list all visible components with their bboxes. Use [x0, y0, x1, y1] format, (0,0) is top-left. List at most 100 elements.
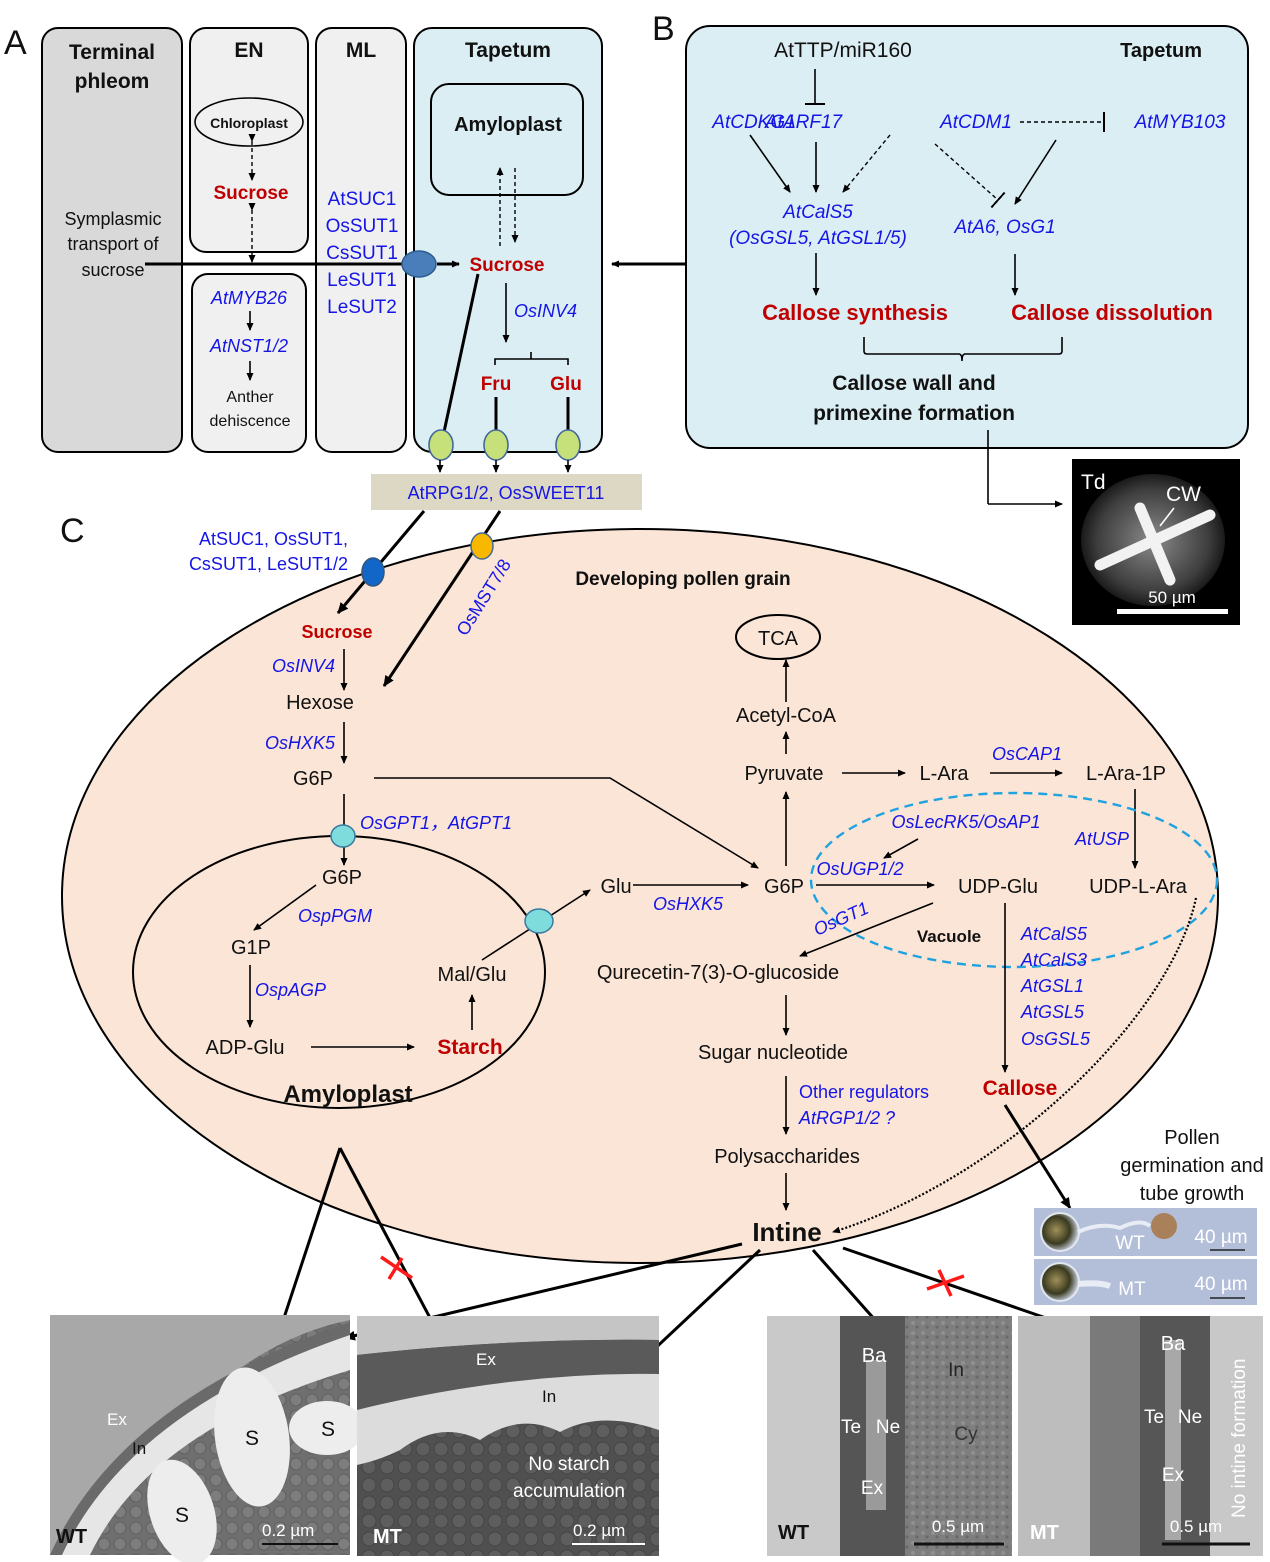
germ-mt-label: MT [1118, 1279, 1146, 1300]
export-transporter-2 [483, 429, 509, 461]
cw-label: CW [1166, 483, 1201, 506]
gene-atmyb103: AtMYB103 [1134, 112, 1226, 133]
en-title: EN [234, 39, 263, 62]
germ-mt-scale: 40 µm [1194, 1274, 1247, 1295]
callose-bracket [863, 337, 1063, 362]
ml-title: ML [346, 39, 376, 62]
panel-label-b: B [652, 10, 675, 48]
gene-atcdkg1: AtCDKG1 [711, 112, 795, 133]
myb103-arrow [1014, 139, 1057, 205]
c-oslecrk5: OsLecRK5/OsAP1 [891, 812, 1040, 832]
tem-mt-intine-image: Ba Te Ne Ex No intine formation MT 0.5 µ… [1018, 1316, 1263, 1556]
terminal-phloem-box [41, 27, 183, 453]
amyloplast-title: Amyloplast [283, 1081, 412, 1108]
cdm1-to-cals5-arrow [842, 134, 891, 193]
c-l-ara-1p: L-Ara-1P [1086, 763, 1166, 785]
callose-wall-line1: Callose wall and [832, 372, 995, 395]
wt1-genotype: WT [56, 1526, 87, 1548]
callose-dissolution: Callose dissolution [1011, 300, 1213, 325]
gpt-transporter [330, 824, 356, 848]
amy-adp-glu: ADP-Glu [206, 1037, 285, 1059]
mt2-ba: Ba [1161, 1333, 1186, 1355]
wt1-scale: 0.2 µm [262, 1521, 314, 1540]
mt1-ex: Ex [476, 1350, 496, 1369]
mt1-scale: 0.2 µm [573, 1521, 625, 1540]
tem-wt-starch-image: Ex In S S S WT 0.2 µm [50, 1315, 365, 1562]
tapetum-title: Tapetum [465, 39, 551, 62]
tapetum-fru: Fru [481, 374, 512, 395]
amy-osppgm: OspPGM [298, 906, 372, 926]
mt1-note-1: No starch [528, 1454, 609, 1475]
terminal-phloem-title: Terminal [69, 41, 155, 64]
gene-cals5-homologs: (OsGSL5, AtGSL1/5) [729, 228, 907, 249]
mt2-scale: 0.5 µm [1170, 1517, 1222, 1536]
gene-atcdm1: AtCDM1 [939, 112, 1012, 133]
tapetum-amyloplast-box [430, 83, 584, 196]
callose-synthesis: Callose synthesis [762, 300, 948, 325]
c-sugar-nucleotide: Sugar nucleotide [698, 1042, 848, 1064]
g6p-to-g6p-arrow [374, 777, 759, 869]
c-acetyl-coa: Acetyl-CoA [736, 705, 837, 727]
sucrose-transporters-line1: AtSUC1, OsSUT1, [199, 529, 348, 549]
germination-mt-image: MT 40 µm [1034, 1259, 1257, 1305]
germ-wt-scale: 40 µm [1194, 1227, 1247, 1248]
c-l-ara: L-Ara [920, 763, 970, 785]
c-tca: TCA [758, 628, 799, 650]
en-lower-box [191, 273, 307, 453]
upstream-regulator: AtTTP/miR160 [774, 39, 912, 62]
hexose-transporter-c [470, 532, 494, 560]
c-hexose: Hexose [286, 692, 354, 714]
callose-gene-4: AtGSL5 [1020, 1002, 1085, 1022]
symplasmic-text-2: transport of [67, 234, 159, 254]
export-transporter-3 [555, 429, 581, 461]
panel-b-title: Tapetum [1120, 40, 1202, 62]
wt2-ne: Ne [876, 1417, 900, 1438]
pollen-grain-ellipse [61, 528, 1219, 1264]
callose-gene-1: AtCalS5 [1020, 924, 1088, 944]
amy-starch: Starch [437, 1036, 502, 1059]
c-glu: Glu [600, 876, 631, 898]
wt2-cy: Cy [954, 1424, 978, 1445]
mt1-note-2: accumulation [513, 1481, 625, 1502]
wt2-ba: Ba [862, 1345, 887, 1367]
anther-text-2: dehiscence [210, 413, 291, 430]
c-oshxk5: OsHXK5 [265, 733, 336, 753]
sucrose-transporters-line2: CsSUT1, LeSUT1/2 [189, 554, 348, 574]
mt2-ex: Ex [1162, 1465, 1185, 1486]
sucrose-transporter-c [361, 557, 385, 587]
td-callose-wall-2 [1134, 502, 1176, 586]
sucrose-export-line [442, 273, 480, 433]
c-udp-glu: UDP-Glu [958, 876, 1038, 898]
cw-pointer [1159, 507, 1175, 527]
c-polysaccharides: Polysaccharides [714, 1146, 860, 1168]
c-quercetin: Qurecetin-7(3)-O-glucoside [597, 962, 839, 984]
c-osugp: OsUGP1/2 [816, 859, 903, 879]
blocked-x-starch [380, 1255, 413, 1280]
mt1-in: In [542, 1387, 556, 1406]
en-sucrose: Sucrose [214, 183, 289, 204]
panel-label-a: A [4, 24, 27, 62]
anther-text-1: Anther [226, 389, 274, 406]
amy-ospagp: OspAGP [255, 980, 326, 1000]
symplasmic-text-1: Symplasmic [64, 209, 161, 229]
c-atusp: AtUSP [1074, 829, 1129, 849]
germ-title-3: tube growth [1140, 1183, 1245, 1205]
export-transporter-1 [428, 429, 454, 461]
tem-wt-intine-image: Ba Te Ne Ex In Cy WT 0.5 µm [767, 1316, 1012, 1556]
mt2-genotype: MT [1030, 1522, 1059, 1544]
c-pyruvate: Pyruvate [745, 763, 824, 785]
cdkg1-arrow [749, 134, 791, 193]
export-transporters-label: AtRPG1/2, OsSWEET11 [408, 483, 605, 503]
callose-wall-line2: primexine formation [813, 402, 1015, 425]
td-scale-bar [1117, 609, 1228, 614]
amy-mal-glu: Mal/Glu [438, 964, 507, 986]
c-gpt: OsGPT1，AtGPT1 [360, 813, 512, 833]
germ-title-1: Pollen [1164, 1127, 1220, 1149]
hexose-bracket [494, 352, 569, 365]
tapetum-glu: Glu [550, 374, 582, 395]
ml-transporter-4: LeSUT1 [327, 270, 397, 291]
tem-mt-starch-image: Ex In No starch accumulation MT 0.2 µm [357, 1316, 659, 1556]
mt2-ne: Ne [1178, 1407, 1202, 1428]
tapetum-sucrose: Sucrose [470, 255, 545, 276]
